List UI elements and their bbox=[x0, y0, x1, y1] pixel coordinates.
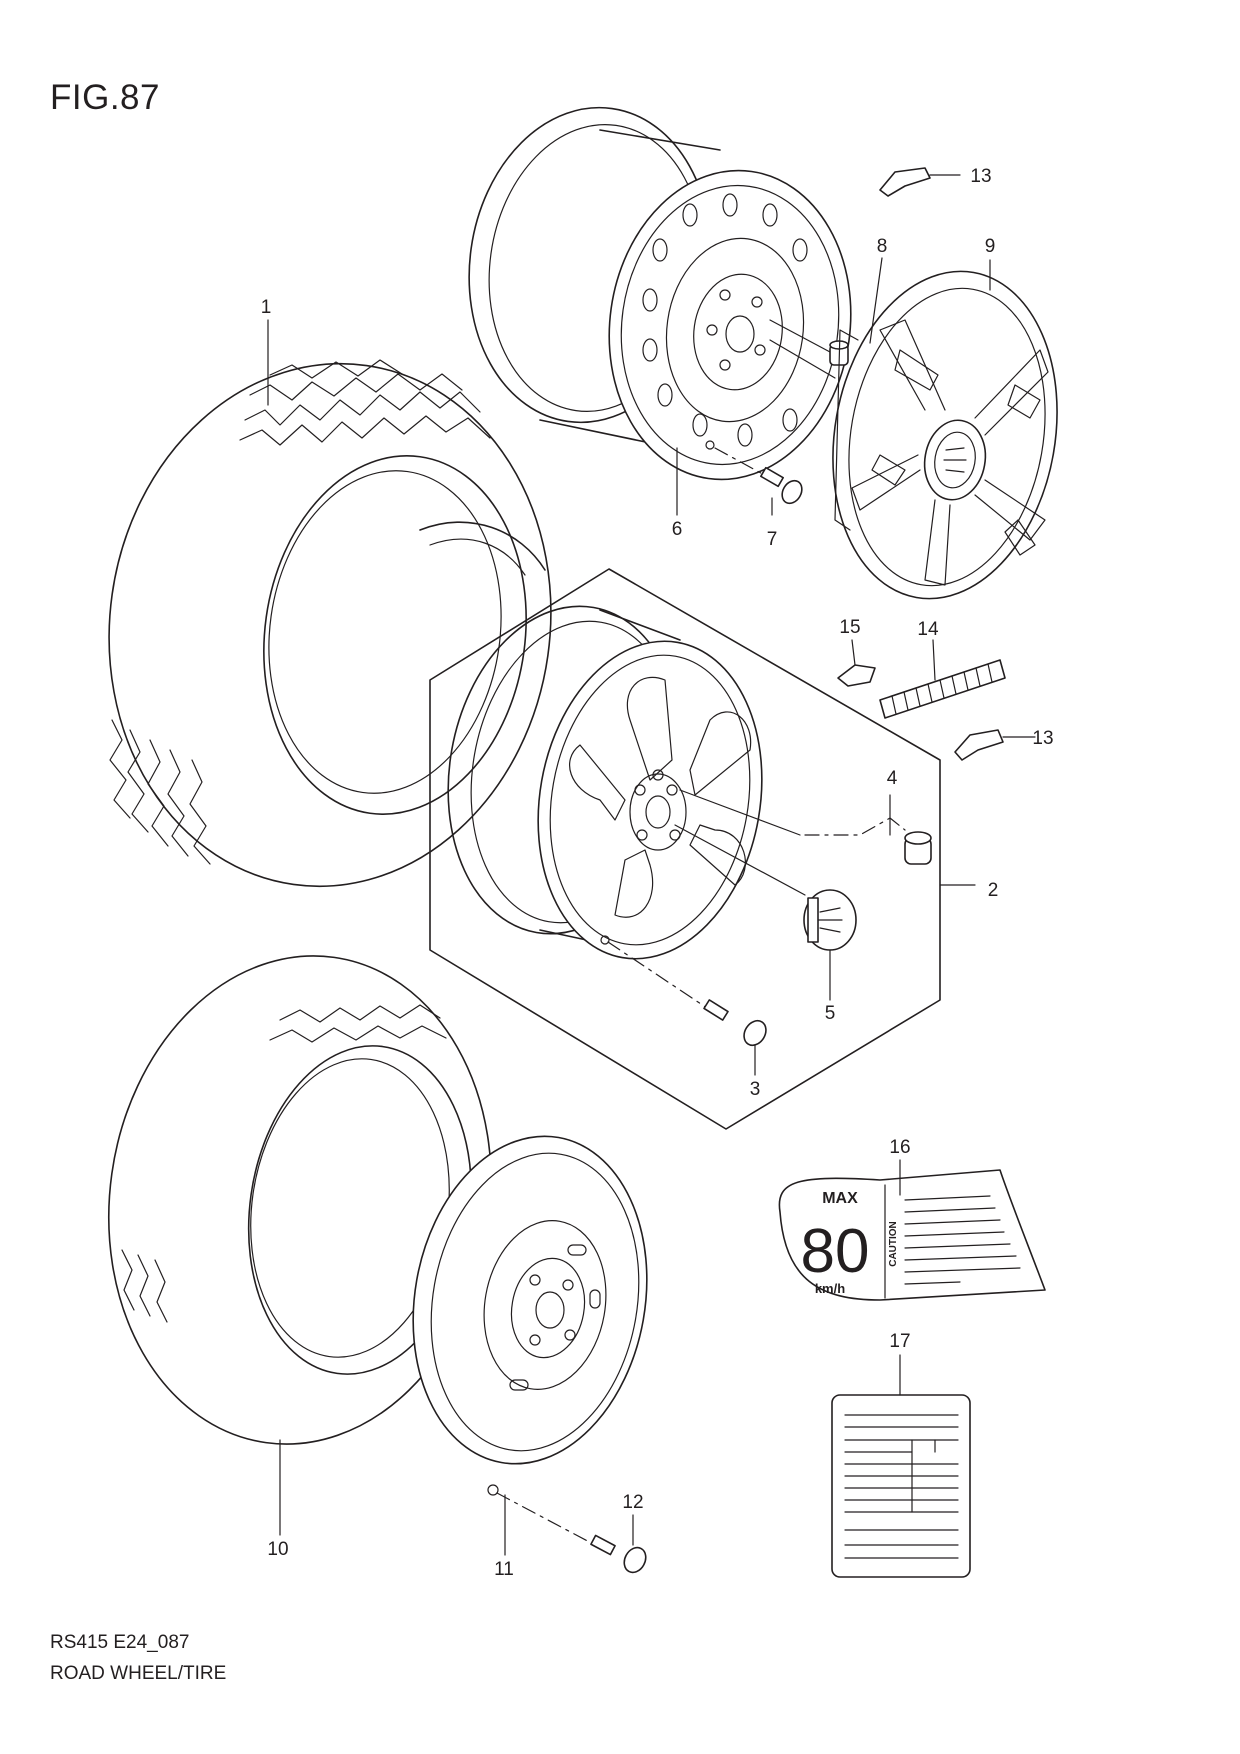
callout-6: 6 bbox=[672, 519, 683, 540]
alloy-wheel bbox=[447, 605, 806, 960]
alloy-wheel-assembly-frame bbox=[429, 568, 976, 1130]
callout-4: 4 bbox=[887, 768, 898, 789]
valve-part-3 bbox=[607, 941, 767, 1076]
callout-8: 8 bbox=[877, 236, 888, 257]
callout-13-middle: 13 bbox=[1032, 728, 1053, 749]
callout-13-top: 13 bbox=[970, 166, 991, 187]
callout-11: 11 bbox=[494, 1559, 514, 1580]
spare-wheel-part-11 bbox=[412, 1135, 648, 1556]
steel-wheel-part-6 bbox=[468, 106, 852, 481]
callout-9: 9 bbox=[985, 236, 996, 257]
callout-7: 7 bbox=[767, 529, 778, 550]
callout-5: 5 bbox=[825, 1003, 836, 1024]
clip-part-15 bbox=[837, 639, 876, 687]
callout-16: 16 bbox=[889, 1137, 910, 1158]
wheel-cover-part-9 bbox=[832, 270, 1058, 600]
center-cap-part-5 bbox=[803, 889, 857, 1001]
clip-part-13-middle bbox=[954, 729, 1036, 761]
clip-part-13-top bbox=[879, 167, 961, 197]
label16-caution: CAUTION bbox=[888, 1221, 899, 1267]
valve-part-12 bbox=[496, 1492, 647, 1574]
label16-speed: 80 bbox=[801, 1217, 870, 1286]
callout-1: 1 bbox=[261, 297, 272, 318]
callout-15: 15 bbox=[839, 617, 860, 638]
callout-10: 10 bbox=[267, 1539, 288, 1560]
info-label-part-17 bbox=[831, 1354, 971, 1578]
footer-name: ROAD WHEEL/TIRE bbox=[50, 1663, 227, 1684]
callout-12: 12 bbox=[622, 1492, 643, 1513]
balance-weight-part-14 bbox=[879, 639, 1006, 719]
valve-part-7 bbox=[714, 447, 803, 505]
figure-title: FIG.87 bbox=[50, 78, 160, 117]
callout-numbers: 1 2 3 4 5 6 7 8 9 10 11 12 13 13 14 15 1… bbox=[261, 166, 1054, 1580]
callout-17: 17 bbox=[889, 1331, 910, 1352]
footer-code: RS415 E24_087 bbox=[50, 1632, 190, 1653]
speed-label-part-16: MAX 80 km/h CAUTION bbox=[778, 1159, 1046, 1301]
label16-max: MAX bbox=[822, 1190, 858, 1207]
callout-14: 14 bbox=[917, 619, 939, 640]
callout-2: 2 bbox=[988, 880, 999, 901]
nut-part-4 bbox=[804, 817, 932, 865]
label16-unit: km/h bbox=[815, 1281, 845, 1296]
tire-part-1 bbox=[108, 359, 552, 888]
leader-lines bbox=[267, 257, 991, 836]
callout-3: 3 bbox=[750, 1079, 761, 1100]
